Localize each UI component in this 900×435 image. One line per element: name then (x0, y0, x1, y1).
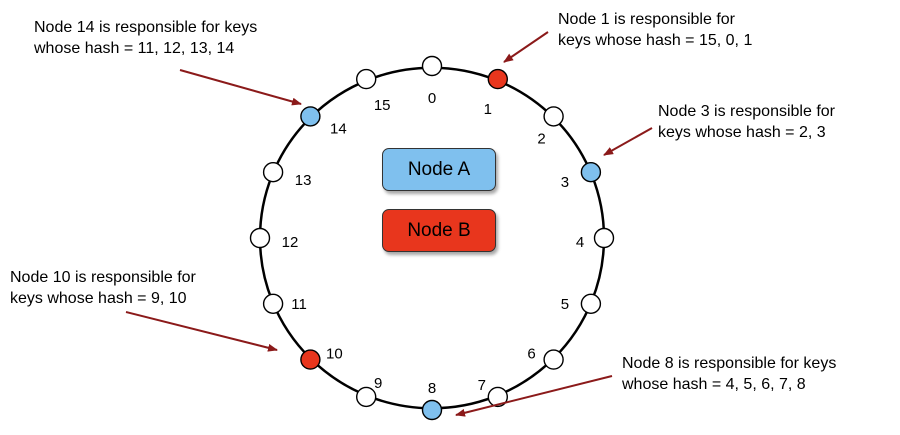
ring-position-4 (593, 227, 615, 249)
ring-position-8-node-a (421, 399, 443, 421)
note-node1: Node 1 is responsible for keys whose has… (558, 11, 752, 49)
ring-position-label: 8 (428, 380, 436, 397)
ring-position-11 (262, 293, 284, 314)
ring-position-15 (356, 68, 377, 90)
ring-position-label: 11 (291, 296, 307, 313)
note-node8: Node 8 is responsible for keys whose has… (621, 355, 841, 393)
arrow-node1 (503, 31, 549, 63)
ring-position-label: 10 (326, 346, 343, 363)
legend-node-b: Node B (382, 209, 496, 252)
ring-position-label: 4 (576, 234, 584, 251)
ring-position-3-node-a (580, 161, 602, 183)
ring-position-label: 3 (561, 174, 569, 191)
ring-position-5 (580, 293, 602, 314)
note-node3: Node 3 is responsible for keys whose has… (658, 103, 839, 141)
arrow-node10 (125, 311, 278, 352)
legend-node-b-label: Node B (407, 219, 471, 241)
ring-position-label: 13 (295, 172, 312, 189)
legend-node-a-label: Node A (407, 158, 471, 180)
ring-position-6 (543, 349, 564, 370)
ring-position-label: 6 (527, 346, 535, 363)
ring-position-label: 9 (374, 375, 382, 392)
arrow-node3 (603, 127, 653, 156)
ring-position-label: 1 (484, 101, 492, 118)
ring-position-label: 15 (374, 97, 391, 114)
legend-node-a: Node A (382, 148, 496, 191)
ring-position-label: 2 (537, 130, 545, 147)
ring-position-9 (356, 386, 377, 408)
ring-position-label: 14 (330, 120, 347, 137)
ring-position-12 (249, 227, 271, 249)
ring-position-13 (262, 161, 284, 183)
ring-position-0 (421, 55, 443, 77)
ring-position-label: 0 (428, 90, 436, 107)
note-node14: Node 14 is responsible for keys whose ha… (33, 19, 262, 57)
ring-position-label: 12 (282, 234, 299, 251)
ring-position-14-node-a (300, 106, 321, 127)
ring-position-1-node-b (487, 68, 508, 90)
arrow-node14 (179, 69, 302, 106)
ring-position-2 (543, 106, 564, 127)
arrow-node8 (455, 375, 613, 417)
ring-position-10-node-b (300, 349, 321, 370)
ring-position-label: 7 (478, 377, 486, 394)
note-node10: Node 10 is responsible for keys whose ha… (10, 269, 200, 307)
ring-position-7 (487, 386, 508, 408)
ring-position-label: 5 (561, 296, 569, 313)
